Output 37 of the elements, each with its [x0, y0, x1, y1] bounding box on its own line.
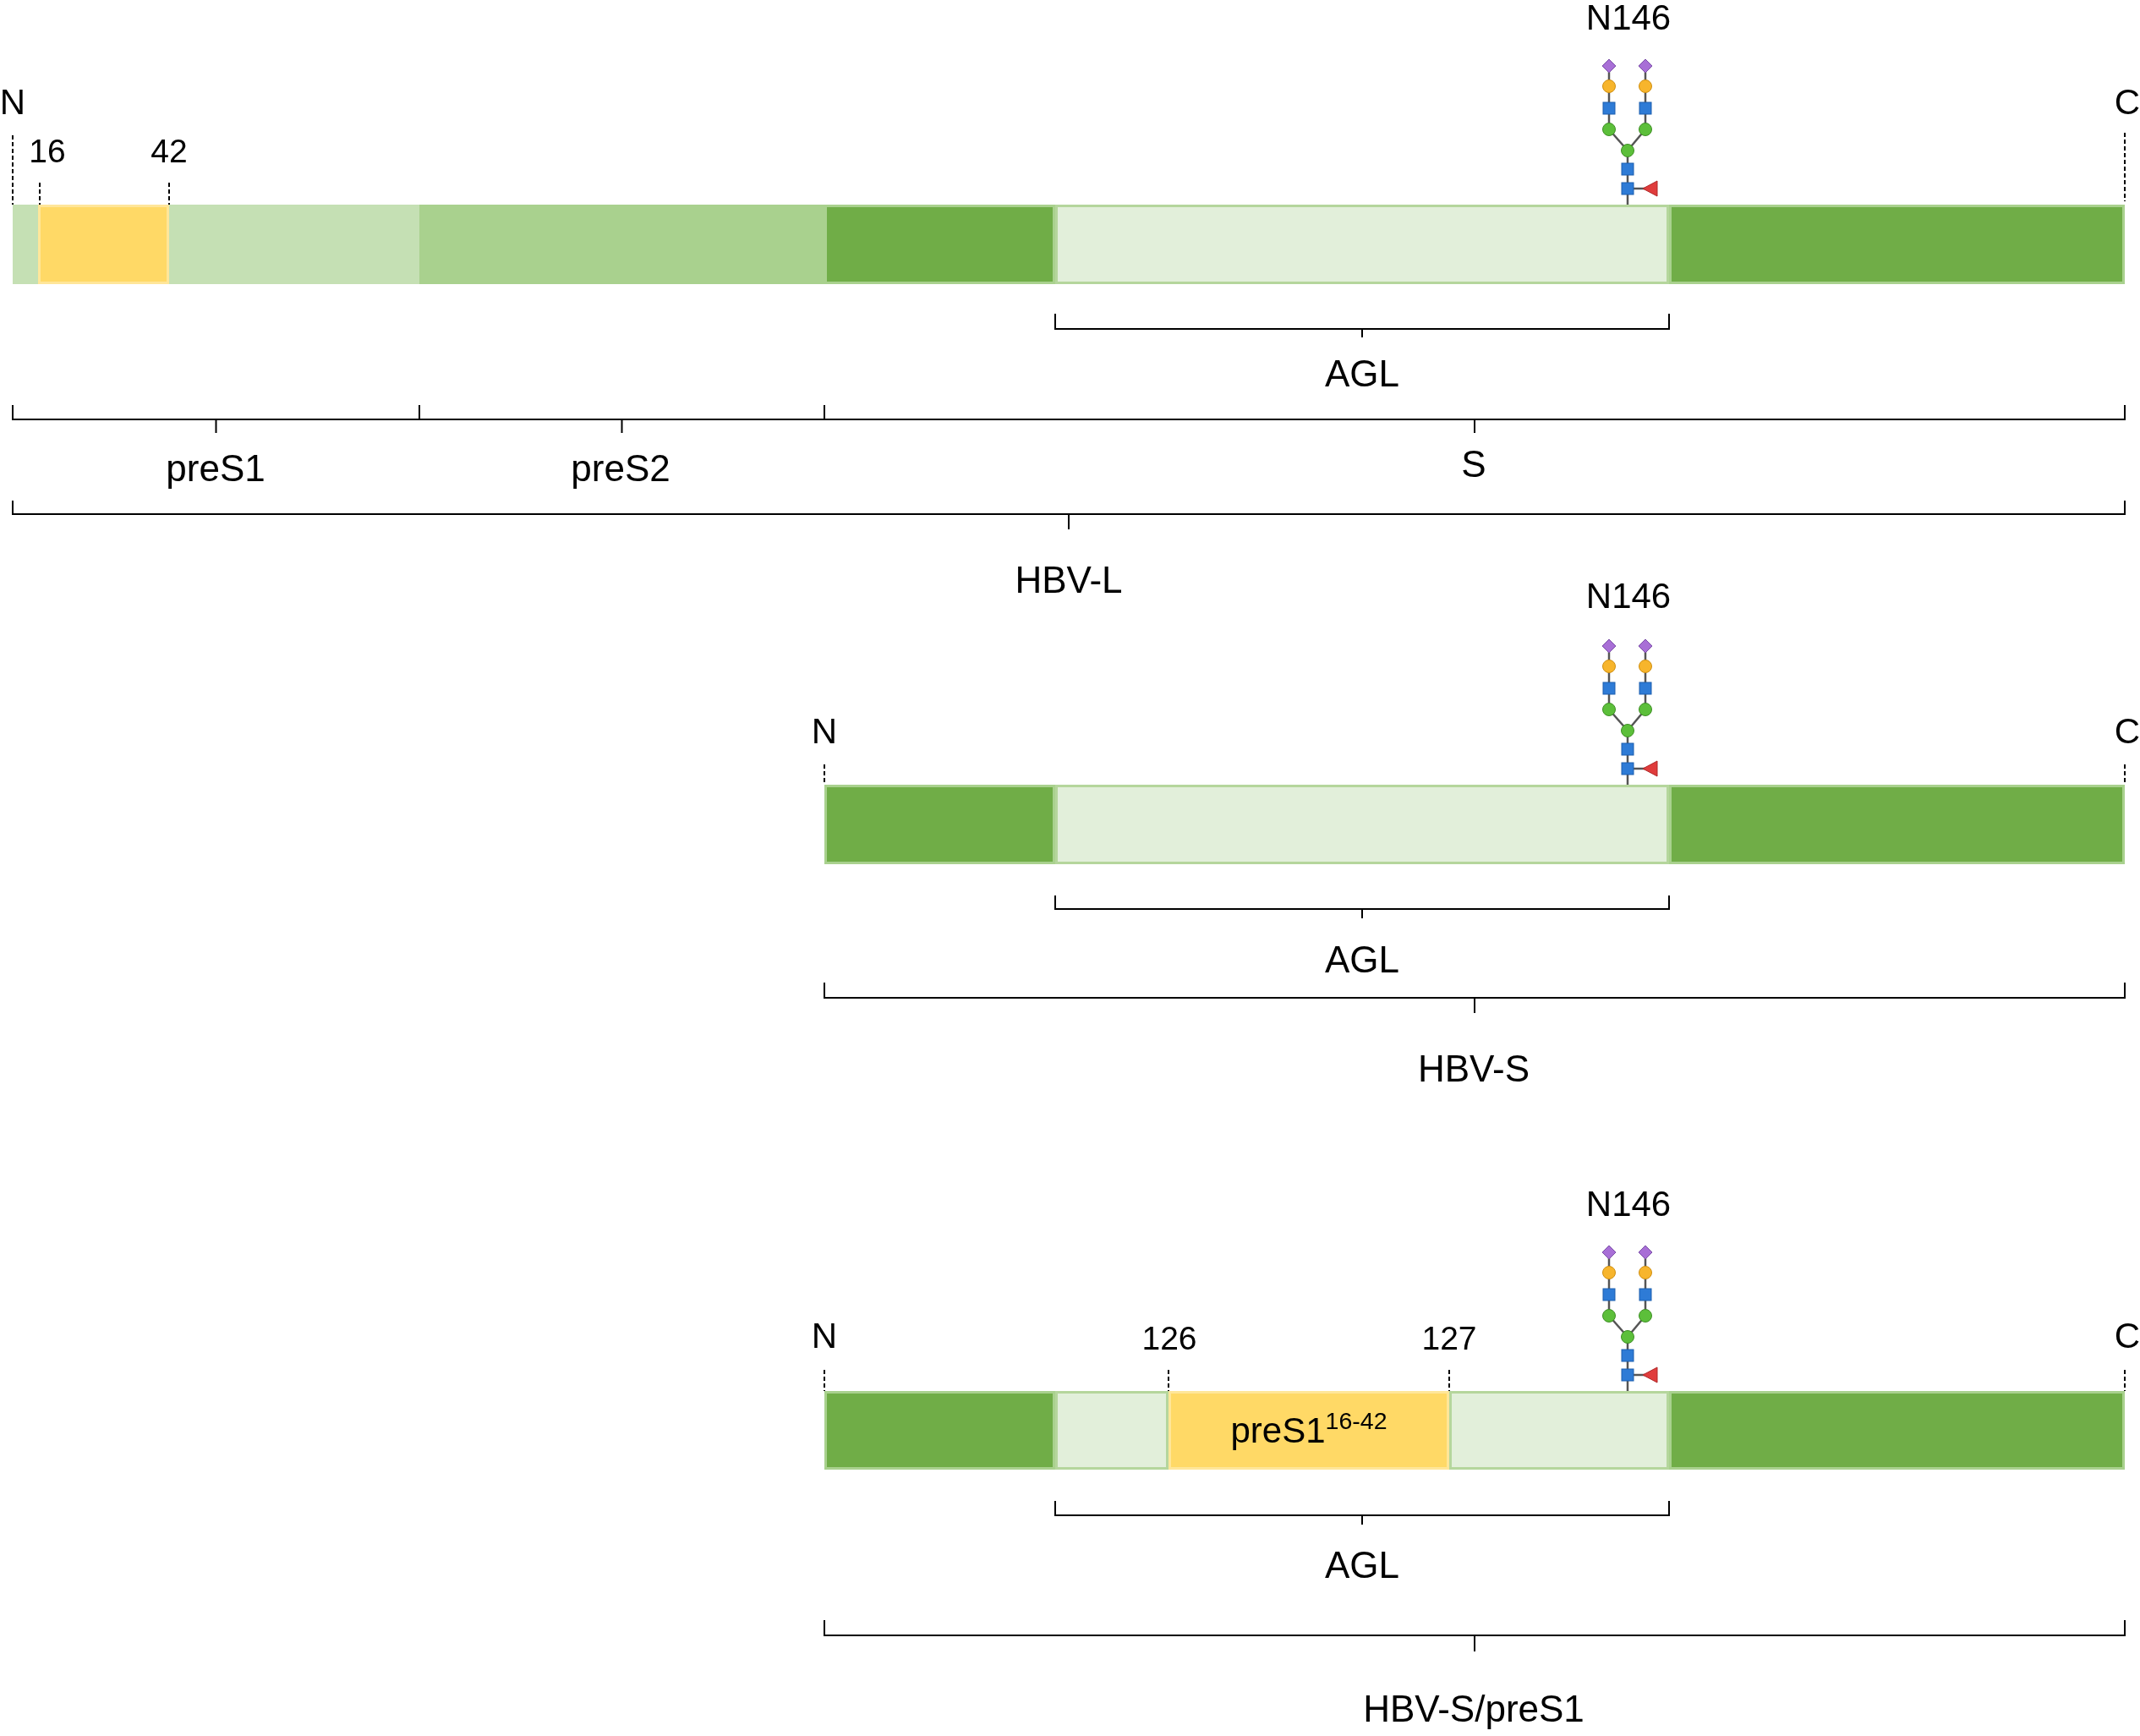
residue-number: 126: [1141, 1321, 1197, 1355]
protein-segment: [824, 205, 1055, 284]
protein-segment: [169, 205, 419, 284]
site-label: N146: [1585, 578, 1672, 614]
region-label: S: [1461, 446, 1486, 483]
residue-number: 42: [151, 134, 188, 167]
site-label: N146: [1585, 0, 1672, 36]
protein-segment: [1055, 785, 1669, 864]
protein-name: HBV-S: [1418, 1050, 1530, 1087]
protein-segment: preS1$^{16-42}$: [1169, 1391, 1449, 1470]
protein-segment: [1055, 1391, 1169, 1470]
protein-segment: [824, 1391, 1055, 1470]
terminus-label: C: [2114, 1318, 2140, 1354]
region-label: preS1: [166, 450, 265, 487]
protein-segment: [38, 205, 169, 284]
site-label: N146: [1585, 1186, 1672, 1222]
terminus-label: N: [0, 85, 26, 120]
terminus-label: C: [2114, 714, 2140, 749]
protein-segment: [1055, 205, 1669, 284]
residue-number: 16: [29, 134, 66, 167]
terminus-label: N: [811, 714, 838, 749]
protein-segment: [1669, 785, 2125, 864]
region-label: preS2: [571, 450, 670, 487]
protein-segment: [1669, 205, 2125, 284]
protein-segment: [13, 205, 38, 284]
terminus-label: C: [2114, 85, 2140, 120]
protein-segment: [419, 205, 824, 284]
protein-segment: [1449, 1391, 1669, 1470]
protein-segment: [824, 785, 1055, 864]
region-label: AGL: [1325, 1547, 1399, 1584]
region-label: AGL: [1325, 941, 1399, 978]
protein-segment: [1669, 1391, 2125, 1470]
protein-name: HBV-S/preS1: [1363, 1690, 1584, 1728]
terminus-label: N: [811, 1318, 838, 1354]
residue-number: 127: [1421, 1321, 1477, 1355]
region-label: AGL: [1325, 355, 1399, 392]
protein-name: HBV-L: [1015, 561, 1123, 599]
